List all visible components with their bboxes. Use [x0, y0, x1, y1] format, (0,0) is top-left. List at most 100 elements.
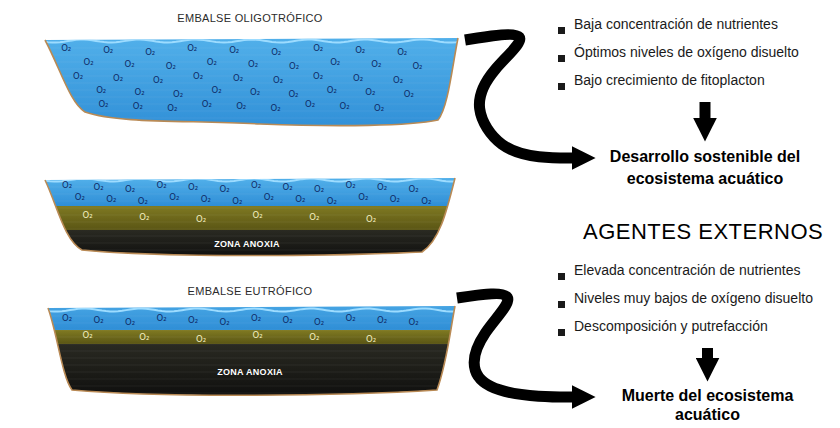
bullet-square [558, 301, 565, 308]
texture-line [42, 236, 457, 237]
oxygen-symbol: O₂ [353, 73, 363, 83]
bullet-square [558, 27, 565, 34]
oxygen-symbol: O₂ [96, 85, 106, 95]
section-heading: AGENTES EXTERNOS [583, 219, 823, 245]
reservoir-shape [42, 282, 457, 402]
oxygen-symbol: O₂ [288, 89, 298, 99]
reservoir-shape [40, 8, 465, 133]
oxygen-symbol: O₂ [264, 192, 274, 202]
oxygen-symbol: O₂ [371, 59, 381, 69]
oxygen-symbol: O₂ [248, 59, 258, 69]
reservoir-section: EMBALSE EUTRÓFICOO₂O₂O₂O₂O₂O₂O₂O₂O₂O₂O₂O… [42, 282, 457, 402]
oxygen-symbol: O₂ [229, 45, 239, 55]
oxygen-symbol: O₂ [157, 313, 167, 323]
texture-line [42, 323, 457, 324]
oxygen-symbol: O₂ [125, 317, 135, 327]
oxygen-symbol: O₂ [202, 99, 212, 109]
oxygen-symbol: O₂ [196, 334, 206, 344]
oxygen-symbol: O₂ [412, 61, 422, 71]
texture-line [40, 118, 465, 119]
oxygen-symbol: O₂ [188, 182, 198, 192]
oxygen-symbol: O₂ [211, 85, 221, 95]
oxygen-symbol: O₂ [289, 61, 299, 71]
texture-line [42, 316, 457, 317]
oxygen-symbol: O₂ [169, 192, 179, 202]
oxygen-symbol: O₂ [330, 57, 340, 67]
reservoir-bank [45, 38, 458, 126]
texture-line [42, 337, 457, 338]
water-surface [42, 309, 454, 312]
oxygen-symbol: O₂ [138, 196, 148, 206]
flow-arrow [702, 348, 713, 360]
oxygen-symbol: O₂ [377, 315, 387, 325]
flow-arrow [465, 35, 574, 158]
oxygen-symbol: O₂ [377, 182, 387, 192]
zone-label: ZONA ANOXIA [217, 367, 283, 377]
oxygen-symbol: O₂ [283, 315, 293, 325]
oxygen-symbol: O₂ [83, 210, 93, 220]
oxygen-symbol: O₂ [397, 47, 407, 57]
oxygen-symbol: O₂ [166, 61, 176, 71]
list-text: Descomposición y putrefacción [554, 318, 838, 334]
reservoir-bank [48, 306, 455, 395]
oxygen-symbol: O₂ [133, 101, 143, 111]
oxygen-symbol: O₂ [94, 182, 104, 192]
oxygen-symbol: O₂ [62, 180, 72, 190]
oxygen-symbol: O₂ [366, 334, 376, 344]
texture-line [42, 250, 457, 251]
oxygen-symbol: O₂ [207, 57, 217, 67]
bullet-square [558, 55, 565, 62]
oxygen-symbol: O₂ [62, 313, 72, 323]
oxygen-symbol: O₂ [139, 332, 149, 342]
oxygen-symbol: O₂ [314, 317, 324, 327]
bullet-square [558, 273, 565, 280]
oxygen-symbol: O₂ [404, 89, 414, 99]
water-band [42, 170, 457, 206]
result-text: Muerte del ecosistema acuático [600, 386, 815, 424]
oxygen-symbol: O₂ [167, 103, 177, 113]
texture-line [42, 344, 457, 345]
oxygen-symbol: O₂ [309, 212, 319, 222]
oxygen-symbol: O₂ [339, 101, 349, 111]
reservoir-bank [45, 178, 455, 256]
texture-line [40, 132, 465, 133]
oxygen-symbol: O₂ [153, 75, 163, 85]
oxygen-symbol: O₂ [253, 210, 263, 220]
oxygen-symbol: O₂ [271, 103, 281, 113]
water-surface [42, 179, 454, 182]
list-item: Bajo crecimiento de fitoplacton [554, 72, 838, 100]
reservoir-title: EMBALSE OLIGOTRÓFICO [177, 12, 322, 24]
list-item: Baja concentración de nutrientes [554, 16, 838, 44]
oxygen-symbol: O₂ [253, 330, 263, 340]
list-item: Descomposición y putrefacción [554, 318, 838, 346]
texture-line [42, 215, 457, 216]
oxygen-symbol: O₂ [125, 184, 135, 194]
texture-line [42, 187, 457, 188]
texture-line [42, 208, 457, 209]
oxygen-symbol: O₂ [393, 75, 403, 85]
texture-line [42, 386, 457, 387]
oxygen-symbol: O₂ [251, 180, 261, 190]
texture-line [42, 222, 457, 223]
reservoir-section: EMBALSE OLIGOTRÓFICOO₂O₂O₂O₂O₂O₂O₂O₂O₂O₂… [40, 8, 465, 133]
oxygen-symbol: O₂ [409, 184, 419, 194]
result-text-box: Desarrollo sostenible del ecosistema acu… [600, 146, 810, 190]
oxygen-symbol: O₂ [220, 184, 230, 194]
oxygen-symbol: O₂ [201, 194, 211, 204]
result-text: Desarrollo sostenible del ecosistema acu… [600, 146, 810, 190]
texture-line [42, 379, 457, 380]
oxygen-symbol: O₂ [188, 315, 198, 325]
oxygen-symbol: O₂ [409, 317, 419, 327]
water-band [42, 206, 457, 230]
bullet-list: Elevada concentración de nutrientesNivel… [554, 262, 838, 346]
oxygen-symbol: O₂ [295, 194, 305, 204]
oxygen-symbol: O₂ [365, 87, 375, 97]
oxygen-symbol: O₂ [271, 47, 281, 57]
oxygen-symbol: O₂ [273, 75, 283, 85]
bullet-square [558, 329, 565, 336]
list-item: Niveles muy bajos de oxígeno disuelto [554, 290, 838, 318]
oxygen-symbol: O₂ [173, 89, 183, 99]
oxygen-symbol: O₂ [145, 47, 155, 57]
oxygen-symbol: O₂ [113, 73, 123, 83]
texture-line [42, 365, 457, 366]
